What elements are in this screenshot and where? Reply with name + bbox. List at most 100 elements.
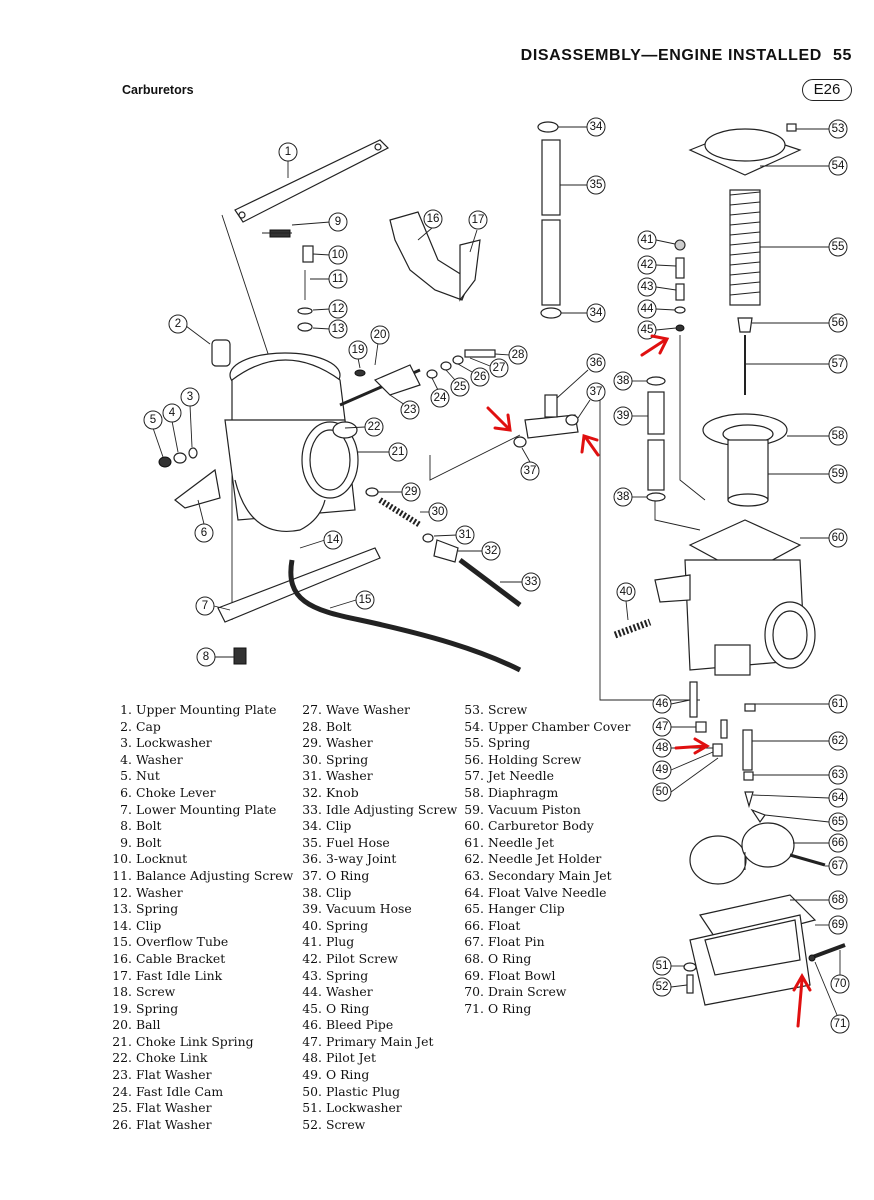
legend-item: 42.Pilot Screw	[300, 951, 457, 968]
legend-item-label: Wave Washer	[326, 702, 410, 717]
callout-23: 23	[389, 394, 420, 420]
callout-67: 67	[825, 856, 848, 876]
svg-text:59: 59	[832, 468, 845, 480]
red-arrow-o-ring-45	[640, 334, 670, 357]
legend-item: 50.Plastic Plug	[300, 1084, 457, 1101]
callout-48: 48	[652, 738, 713, 758]
callout-11: 11	[310, 269, 348, 289]
legend-item-number: 48.	[302, 1050, 322, 1066]
legend-item-label: Balance Adjusting Screw	[136, 867, 294, 883]
legend-item-number: 50.	[302, 1083, 322, 1099]
legend-item-label: Washer	[136, 751, 183, 767]
legend-item-label: Plug	[326, 934, 355, 950]
callout-10: 10	[312, 245, 348, 265]
svg-text:49: 49	[656, 764, 669, 776]
legend-item: 12.Washer	[110, 885, 293, 902]
legend-item-label: Float	[488, 917, 521, 933]
legend-item-number: 25.	[112, 1100, 132, 1116]
legend-item-label: Bolt	[136, 818, 162, 834]
legend-item-label: Cable Bracket	[136, 950, 226, 966]
legend-item-number: 27.	[302, 702, 322, 717]
callout-16: 16	[417, 209, 443, 241]
callout-29: 29	[378, 482, 421, 502]
svg-text:20: 20	[374, 329, 387, 341]
callout-69: 69	[815, 915, 848, 935]
svg-text:71: 71	[834, 1018, 847, 1030]
vacuum-chamber-assembly	[688, 123, 802, 507]
legend-item-number: 49.	[302, 1067, 322, 1083]
svg-text:57: 57	[832, 358, 845, 370]
svg-text:15: 15	[359, 594, 372, 606]
legend-item-number: 39.	[302, 901, 322, 917]
legend-item: 64.Float Valve Needle	[462, 885, 630, 902]
legend-item-number: 71.	[464, 1000, 484, 1016]
legend-item-number: 65.	[464, 901, 484, 917]
legend-item-number: 7.	[120, 801, 132, 817]
svg-text:53: 53	[832, 123, 845, 135]
callout-17: 17	[468, 210, 488, 253]
red-arrow-o-ring-71	[792, 972, 812, 1028]
legend-item-label: O Ring	[488, 1000, 532, 1016]
legend-item: 17.Fast Idle Link	[110, 968, 293, 985]
callout-30: 30	[420, 502, 448, 522]
legend-item-number: 69.	[464, 967, 484, 983]
svg-text:68: 68	[832, 894, 845, 906]
svg-text:32: 32	[485, 545, 498, 557]
callout-57: 57	[745, 354, 848, 374]
callout-55: 55	[760, 237, 848, 257]
legend-item: 55.Spring	[462, 735, 630, 752]
legend-item-number: 18.	[112, 984, 132, 1000]
svg-text:2: 2	[175, 318, 181, 330]
overflow-tube	[288, 559, 522, 673]
legend-item-label: Cap	[136, 718, 161, 734]
legend-item-number: 24.	[112, 1083, 132, 1099]
callout-46: 46	[652, 694, 691, 714]
legend-item: 30.Spring	[300, 752, 457, 769]
legend-item: 46.Bleed Pipe	[300, 1017, 457, 1034]
svg-text:7: 7	[202, 600, 208, 612]
legend-item-number: 17.	[112, 967, 132, 983]
red-arrow-o-ring-37-right	[580, 434, 600, 457]
legend-item: 31.Washer	[300, 768, 457, 785]
callout-51: 51	[652, 956, 684, 976]
svg-text:16: 16	[427, 213, 440, 225]
svg-text:37: 37	[524, 465, 537, 477]
legend-item-number: 4.	[120, 751, 132, 767]
legend-item-label: Drain Screw	[488, 984, 567, 1000]
legend-item-label: O Ring	[326, 867, 370, 883]
callout-42: 42	[637, 255, 677, 275]
svg-text:69: 69	[832, 919, 845, 931]
legend-item-label: Needle Jet	[488, 834, 554, 850]
svg-text:10: 10	[332, 249, 345, 261]
legend-item: 47.Primary Main Jet	[300, 1034, 457, 1051]
svg-text:17: 17	[472, 214, 485, 226]
legend-item: 3.Lockwasher	[110, 735, 293, 752]
svg-text:11: 11	[332, 273, 344, 285]
legend-item-number: 45.	[302, 1000, 322, 1016]
legend-item-label: Secondary Main Jet	[488, 867, 612, 883]
svg-text:50: 50	[656, 786, 669, 798]
legend-item-label: Lower Mounting Plate	[136, 801, 277, 817]
legend-item: 1.Upper Mounting Plate	[110, 702, 293, 719]
callout-31: 31	[433, 525, 475, 545]
legend-item-label: Overflow Tube	[136, 934, 229, 950]
cable-bracket	[389, 211, 481, 302]
callout-53: 53	[796, 119, 848, 139]
svg-text:41: 41	[641, 234, 654, 246]
legend-item: 16.Cable Bracket	[110, 951, 293, 968]
legend-item: 28.Bolt	[300, 719, 457, 736]
svg-text:4: 4	[169, 407, 176, 419]
figure-label: E26	[802, 79, 852, 101]
legend-item-number: 62.	[464, 851, 484, 867]
legend-item-label: Washer	[136, 884, 183, 900]
legend-item-label: Primary Main Jet	[326, 1033, 434, 1049]
legend-item-label: Screw	[488, 702, 528, 717]
svg-text:66: 66	[832, 837, 845, 849]
legend-item: 44.Washer	[300, 984, 457, 1001]
legend-item: 29.Washer	[300, 735, 457, 752]
legend-item-number: 30.	[302, 751, 322, 767]
callout-71: 71	[814, 961, 850, 1034]
legend-item-label: O Ring	[488, 950, 532, 966]
